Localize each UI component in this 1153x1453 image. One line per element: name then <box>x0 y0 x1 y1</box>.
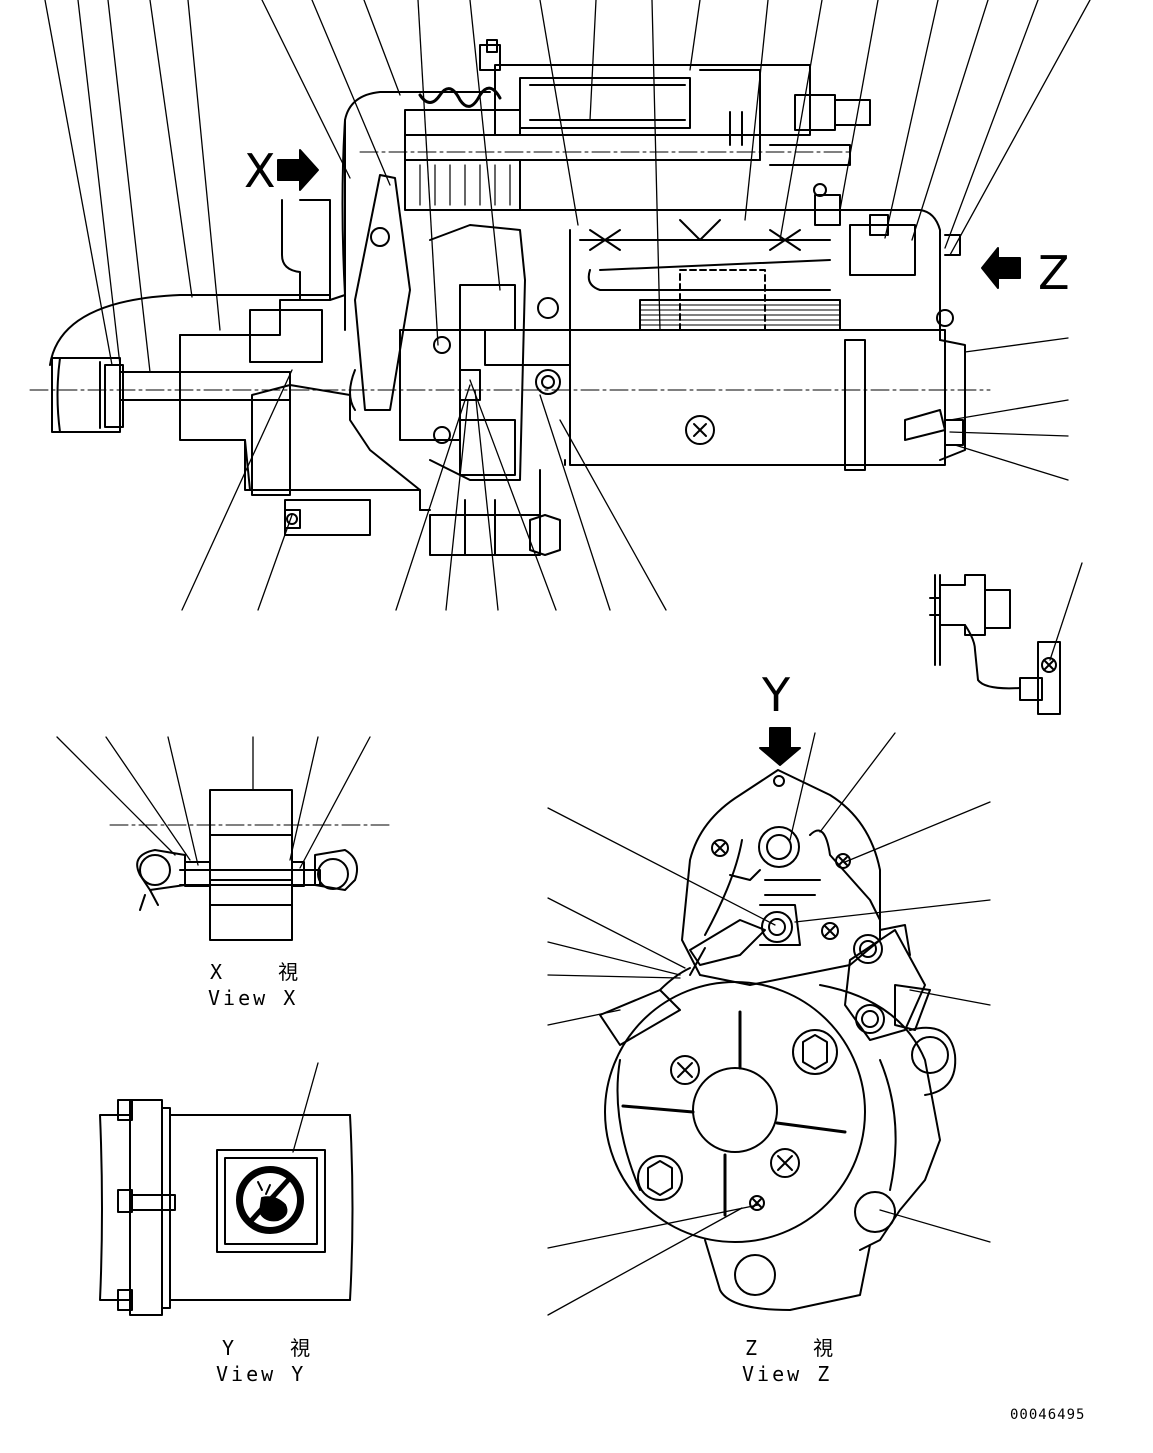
view-x-caption-jp: X 視 <box>210 960 321 984</box>
shift-lever <box>350 175 410 410</box>
view-y-caption-en: View Y <box>216 1362 307 1386</box>
hex-bolt-icon <box>793 1030 837 1074</box>
cross-screw-icon <box>686 416 714 444</box>
view-z-arrow <box>982 248 1020 288</box>
top-leader-lines <box>45 0 1090 372</box>
view-x-caption-en: View X <box>208 986 299 1010</box>
view-x-leader-lines <box>57 737 370 868</box>
right-leader-lines <box>950 338 1068 480</box>
view-z-letter: Z <box>1038 246 1070 300</box>
view-y-letter: Y <box>762 668 791 722</box>
rubber-boot <box>405 160 520 210</box>
center-axis <box>30 152 990 390</box>
view-z-caption-en: View Z <box>742 1362 833 1386</box>
filled-arrow-icon <box>278 150 318 190</box>
view-y-detail <box>100 1063 353 1315</box>
armature-windings <box>640 305 840 325</box>
main-section-view <box>30 0 1090 610</box>
view-z-leader-lines <box>548 733 990 1315</box>
view-x-letter: X <box>244 144 276 198</box>
yoke-armature <box>520 184 965 520</box>
document-number: 00046495 <box>1010 1407 1086 1423</box>
magnetic-switch <box>405 40 870 165</box>
view-y-caption-jp: Y 視 <box>222 1336 333 1360</box>
view-x-arrow <box>278 150 318 190</box>
filled-arrow-icon <box>760 728 800 765</box>
view-x-detail <box>57 737 390 940</box>
view-z-caption-jp: Z 視 <box>745 1336 856 1360</box>
pinion-shaft <box>50 295 330 432</box>
overrunning-clutch <box>400 225 570 555</box>
connector-detail <box>930 563 1082 714</box>
bottom-leader-lines <box>182 370 666 610</box>
view-z-detail <box>548 728 990 1315</box>
front-housing <box>180 92 490 535</box>
filled-arrow-icon <box>982 248 1020 288</box>
no-water-warning-label-icon <box>237 1167 303 1233</box>
